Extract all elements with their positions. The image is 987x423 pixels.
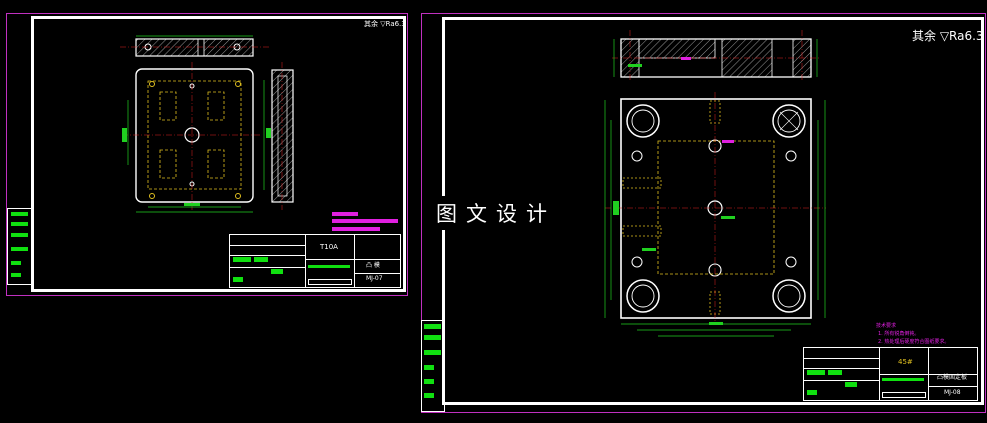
right-drawing-number: MJ-08 — [944, 389, 961, 396]
right-plan-view — [604, 92, 826, 337]
right-part-name: 凸模固定板 — [937, 374, 968, 381]
left-part-name: 凸 模 — [366, 262, 380, 269]
left-roughness-note: 其余 ▽Ra6.3 — [364, 20, 406, 28]
left-section-view — [120, 35, 270, 57]
left-title-block: T10A 凸 模 MJ-07 — [229, 234, 401, 288]
left-revision-block — [7, 208, 33, 285]
left-sheet-frame — [31, 16, 406, 292]
left-note-bar-3 — [332, 227, 380, 231]
right-title-block: 45# 凸模固定板 MJ-08 — [803, 347, 978, 401]
tech-item-1: 1. 所有锐角倒钝。 — [878, 331, 920, 337]
tech-item-2: 2. 热处理后硬度符合图纸要求。 — [878, 339, 950, 345]
left-note-bar-2 — [332, 219, 398, 223]
tech-heading: 技术要求 — [876, 323, 897, 329]
tech-requirements: 技术要求 1. 所有锐角倒钝。 2. 热处理后硬度符合图纸要求。 — [876, 322, 949, 346]
left-note-bar-1 — [332, 212, 358, 216]
left-material: T10A — [320, 243, 338, 251]
right-material: 45# — [898, 358, 913, 366]
right-sheet-border — [421, 13, 986, 413]
left-plan-view — [122, 62, 271, 213]
left-side-view — [271, 62, 294, 210]
right-roughness-note: 其余 ▽Ra6.3 — [912, 29, 984, 43]
right-revision-block — [421, 320, 445, 412]
right-section-view — [612, 30, 820, 82]
left-drawing-number: MJ-07 — [366, 275, 383, 282]
watermark-text: 图文设计 — [432, 196, 560, 230]
left-sheet-border — [6, 13, 408, 296]
